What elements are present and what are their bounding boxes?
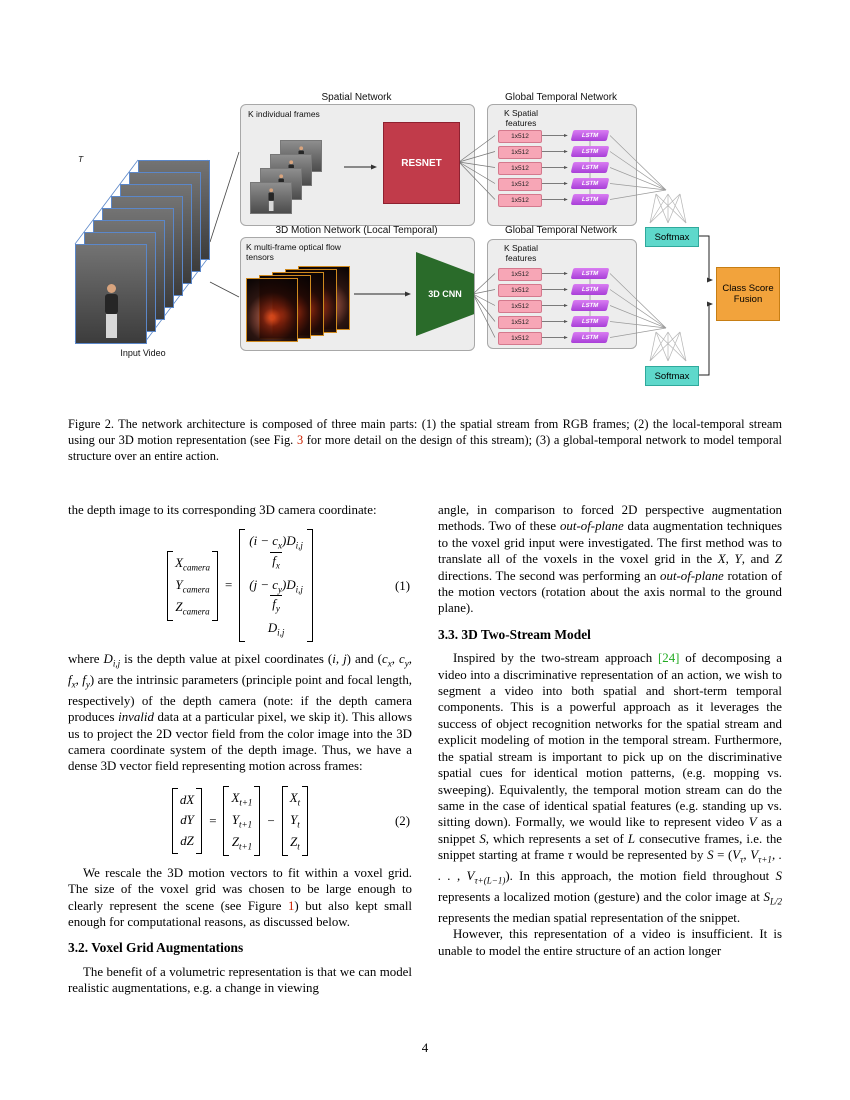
section-heading-3-3: 3.3. 3D Two-Stream Model [438,626,591,642]
global-temporal-title-bottom: Global Temporal Network [504,225,618,236]
paragraph: We rescale the 3D motion vectors to fit … [68,865,412,930]
section-heading-3-2: 3.2. Voxel Grid Augmentations [68,940,244,956]
equals-sign: = [225,578,233,593]
time-axis-label: T [78,154,84,164]
paragraph: angle, in comparison to forced 2D perspe… [438,503,783,616]
equation-number: (1) [394,578,410,593]
feature-box: 1x512 [498,146,542,159]
paragraph: where Di,j is the depth value at pixel c… [68,651,412,774]
right-column: angle, in comparison to forced 2D perspe… [438,502,782,959]
person-figure [101,284,121,338]
citation-link[interactable]: [24] [657,651,680,666]
matrix: Xt Yt Zt [281,785,309,856]
paragraph: the depth image to its corresponding 3D … [68,503,377,517]
lstm-box: LSTM [570,194,610,205]
feature-box: 1x512 [498,194,542,207]
feature-box: 1x512 [498,178,542,191]
matrix: Xt+1 Yt+1 Zt+1 [223,785,261,856]
global-temporal-title-top: Global Temporal Network [504,92,618,103]
feature-box: 1x512 [498,268,542,281]
k-spatial-features-label-bottom: K Spatial features [503,243,539,264]
feature-box: 1x512 [498,300,542,313]
k-individual-frames-label: K individual frames [248,109,320,119]
lstm-box: LSTM [570,284,610,295]
softmax-box-bottom: Softmax [645,366,699,386]
lstm-box: LSTM [570,268,610,279]
lstm-box: LSTM [570,146,610,157]
matrix: dX dY dZ [171,787,203,854]
softmax-box-top: Softmax [645,227,699,247]
figure-ref-link[interactable]: 3 [296,432,304,447]
class-score-fusion-box: Class Score Fusion [716,267,780,321]
feature-box: 1x512 [498,316,542,329]
lstm-box: LSTM [570,130,610,141]
figure-caption: Figure 2. The network architecture is co… [68,417,782,463]
feature-box: 1x512 [498,284,542,297]
feature-box: 1x512 [498,162,542,175]
paragraph: However, this representation of a video … [438,927,782,958]
dense-connection-graphic-top [649,193,687,224]
equals-sign: = [209,813,217,828]
person-figure [267,188,275,211]
k-spatial-features-label-top: K Spatial features [503,108,539,129]
lstm-box: LSTM [570,316,610,327]
paragraph: The benefit of a volumetric representati… [68,964,412,996]
dense-connection-graphic-bottom [649,331,687,362]
lstm-box: LSTM [570,300,610,311]
video-frame [75,244,147,344]
optical-flow-frame [246,278,298,342]
figure-architecture: Spatial Network Global Temporal Network … [68,92,790,404]
lstm-box: LSTM [570,332,610,343]
page-number: 4 [421,1040,429,1055]
rgb-frame-thumbnail [250,182,292,214]
minus-sign: − [267,813,275,828]
spatial-network-title: Spatial Network [321,92,392,103]
equation-number: (2) [394,813,410,828]
connector-lines [74,133,713,376]
feature-box: 1x512 [498,130,542,143]
lstm-box: LSTM [570,162,610,173]
input-video-label: Input Video [120,348,166,358]
motion-network-title: 3D Motion Network (Local Temporal) [275,225,438,236]
resnet-box: RESNET [383,122,460,204]
feature-box: 1x512 [498,332,542,345]
optical-flow-tensors-label: K multi-frame optical flow tensors [246,242,341,263]
matrix: Xcamera Ycamera Zcamera [167,550,218,621]
left-column: the depth image to its corresponding 3D … [68,502,412,997]
figure-ref-link[interactable]: 1 [287,898,295,913]
paragraph: Inspired by the two-stream approach [24]… [438,651,783,926]
equation-2: dX dY dZ = Xt+1 Yt+1 Zt+1 − Xt Yt Zt (2) [68,785,412,856]
lstm-box: LSTM [570,178,610,189]
